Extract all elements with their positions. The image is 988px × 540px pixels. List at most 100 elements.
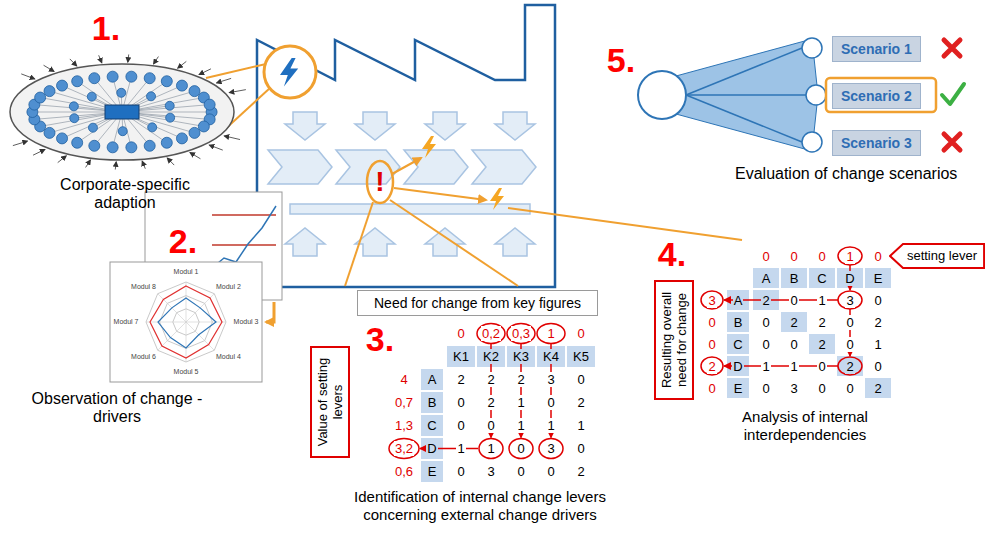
matrix-cell: 2: [752, 289, 780, 311]
matrix-value: 0: [486, 418, 495, 433]
matrix-value: 0: [576, 326, 585, 341]
matrix-value: 2: [486, 372, 495, 387]
node-text: Scenario 3: [841, 135, 912, 151]
matrix-cell: 2: [566, 391, 596, 414]
matrix-value: B: [733, 315, 744, 330]
matrix-value: 0: [546, 395, 555, 410]
matrix-cell: D: [420, 437, 444, 460]
matrix-value: 0: [817, 381, 826, 396]
alert-mark: !: [370, 166, 390, 198]
step-number: 1.: [78, 6, 134, 50]
network-illustration: [10, 54, 246, 169]
step-caption: Identification of internal change levers…: [350, 488, 610, 524]
matrix-cell: K3: [506, 345, 536, 368]
matrix-cell: 0: [864, 355, 892, 377]
matrix-value: 0: [546, 464, 555, 479]
matrix-value: 1: [486, 441, 495, 456]
radar-axis-label: Modul 6: [128, 352, 160, 362]
radar-axis-label: Modul 8: [128, 282, 160, 292]
matrix-value: 0: [707, 337, 716, 352]
node-text: Value of setting levers: [315, 350, 345, 454]
matrix-value: 1: [576, 418, 585, 433]
matrix-value: 0: [456, 395, 465, 410]
step-number: 5.: [596, 38, 646, 82]
matrix-cell: 3: [476, 460, 506, 483]
matrix-value: 0: [516, 464, 525, 479]
matrix-value: 1: [516, 395, 525, 410]
matrix-value: D: [844, 271, 855, 286]
node-text: Need for change from key figures: [374, 295, 581, 311]
matrix-cell: 0,2: [476, 322, 506, 345]
step-caption: Identification of internal change levers…: [354, 488, 606, 523]
matrix-cell: 1: [506, 391, 536, 414]
matrix-value: 2: [516, 372, 525, 387]
step-caption: Corporate-specific adaption: [60, 176, 190, 211]
matrix-cell: 0: [836, 377, 864, 399]
matrix-value: 0: [707, 381, 716, 396]
matrix-cell: 0: [780, 289, 808, 311]
radar-axis-label: Modul 7: [114, 318, 139, 326]
matrix-value: 0: [761, 249, 770, 264]
matrix-value: 0,7: [394, 395, 414, 410]
matrix-cell: 2: [836, 355, 864, 377]
scenario-dot: [802, 132, 822, 152]
node-text: Scenario 2: [841, 88, 912, 104]
matrix-value: 2: [576, 395, 585, 410]
matrix-value: 0: [789, 249, 798, 264]
matrix-cell: 2: [506, 368, 536, 391]
matrix-cell: 0: [836, 311, 864, 333]
matrix-value: 2: [873, 315, 882, 330]
matrix-value: K2: [482, 349, 500, 364]
matrix-cell: 2: [566, 460, 596, 483]
matrix-value: 0: [761, 315, 770, 330]
matrix-value: 2: [486, 395, 495, 410]
matrix-value: 0: [707, 315, 716, 330]
radar-chart-panel: [110, 262, 262, 382]
step-caption: Observation of change -drivers: [22, 390, 212, 426]
step-caption: Evaluation of change scenarios: [735, 165, 985, 183]
matrix-cell: 1: [446, 437, 476, 460]
matrix-cell: 0: [536, 460, 566, 483]
matrix-value: 2: [817, 337, 826, 352]
matrix-cell: C: [726, 333, 750, 355]
result-box: Resulting overall need for change: [654, 280, 694, 400]
matrix-value: 0: [789, 293, 798, 308]
step-number: 3.: [366, 321, 394, 357]
lightning-bolt: [490, 188, 504, 210]
matrix-cell: 3: [536, 437, 566, 460]
matrix-value: 3: [845, 293, 854, 308]
matrix-value: 0: [576, 441, 585, 456]
matrix-cell: 1: [536, 322, 566, 345]
reject-cross: [944, 40, 960, 56]
scenario-box: Scenario 1: [832, 36, 921, 62]
step-number: 2.: [169, 223, 197, 259]
matrix-value: C: [426, 418, 437, 433]
matrix-value: 0: [456, 464, 465, 479]
matrix-cell: 0: [808, 377, 836, 399]
step-number: 2.: [158, 220, 208, 262]
matrix-value: 2: [873, 381, 882, 396]
step-caption: Analysis of internal interdependencies: [742, 408, 868, 443]
matrix-cell: 2: [808, 333, 836, 355]
matrix-value: K3: [512, 349, 530, 364]
matrix-cell: 2: [476, 391, 506, 414]
matrix-cell: 0: [808, 245, 836, 267]
matrix-cell: E: [420, 460, 444, 483]
matrix-value: A: [761, 271, 772, 286]
radar-axis-label: Modul 6: [131, 353, 156, 361]
alert-mark: !: [375, 166, 384, 198]
matrix-value: 2: [576, 464, 585, 479]
radar-axis-label: Modul 5: [170, 367, 202, 377]
matrix-value: 1: [516, 418, 525, 433]
matrix-value: 1: [546, 418, 555, 433]
matrix-cell: B: [780, 267, 808, 289]
matrix-value: 2: [761, 293, 770, 308]
matrix-value: 1: [456, 441, 465, 456]
matrix-cell: K4: [536, 345, 566, 368]
matrix-value: 0: [873, 359, 882, 374]
step-caption: Analysis of internal interdependencies: [705, 408, 905, 444]
matrix-value: 0: [845, 315, 854, 330]
step-caption: Observation of change -drivers: [32, 390, 203, 425]
matrix-cell: 0: [446, 460, 476, 483]
